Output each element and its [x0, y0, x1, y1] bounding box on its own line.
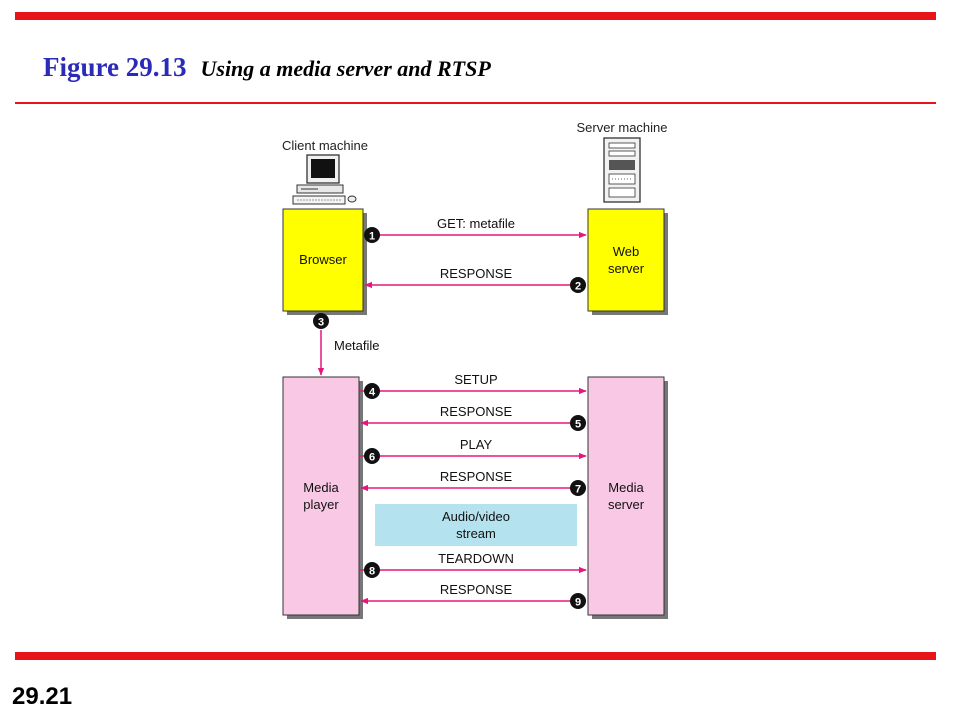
step-badge-8: 8 [369, 566, 375, 578]
browser-box [282, 208, 364, 312]
step-badge-4: 4 [369, 387, 376, 399]
client-machine-label: Client machine [282, 138, 368, 153]
av-stream-box [375, 504, 577, 546]
msg-label-5: RESPONSE [440, 404, 513, 419]
msg-label-2: RESPONSE [440, 266, 513, 281]
msg-label-9: RESPONSE [440, 582, 513, 597]
bottom-red-bar [15, 652, 936, 660]
message-arrows [360, 231, 587, 605]
media-player-box [282, 376, 360, 616]
step-badge-7: 7 [575, 484, 581, 496]
msg-label-1: GET: metafile [437, 216, 515, 231]
stream-label-line2: stream [456, 526, 496, 541]
server-machine-label: Server machine [576, 120, 667, 135]
step-badge-1: 1 [369, 231, 375, 243]
step-badge-3: 3 [318, 317, 324, 329]
page-number: 29.21 [12, 683, 73, 710]
figure-label: Figure 29.13 [43, 52, 187, 82]
metafile-label: Metafile [334, 338, 380, 353]
step-badge-9: 9 [575, 597, 581, 609]
media-server-label-line1: Media [608, 480, 644, 495]
top-red-bar [15, 12, 936, 20]
server-tower-icon [603, 137, 641, 203]
web-server-label-line1: Web [613, 244, 640, 259]
client-computer-icon [292, 154, 357, 205]
msg-label-6: PLAY [460, 437, 493, 452]
figure-caption: Using a media server and RTSP [200, 56, 491, 81]
title-underline [15, 102, 936, 104]
slide-title: Figure 29.13 Using a media server and RTS… [43, 52, 491, 83]
web-server-box [587, 208, 665, 312]
web-server-label-line2: server [608, 261, 645, 276]
media-server-box [587, 376, 665, 616]
media-player-label-line1: Media [303, 480, 339, 495]
media-player-label-line2: player [303, 497, 339, 512]
msg-label-4: SETUP [454, 372, 497, 387]
media-server-label-line2: server [608, 497, 645, 512]
msg-label-8: TEARDOWN [438, 551, 514, 566]
browser-label: Browser [299, 252, 347, 267]
step-badge-6: 6 [369, 452, 375, 464]
msg-label-7: RESPONSE [440, 469, 513, 484]
step-badge-2: 2 [575, 281, 581, 293]
stream-label-line1: Audio/video [442, 509, 510, 524]
step-badge-5: 5 [575, 419, 581, 431]
step-badges: 1 2 3 4 5 6 7 8 9 [313, 227, 586, 609]
